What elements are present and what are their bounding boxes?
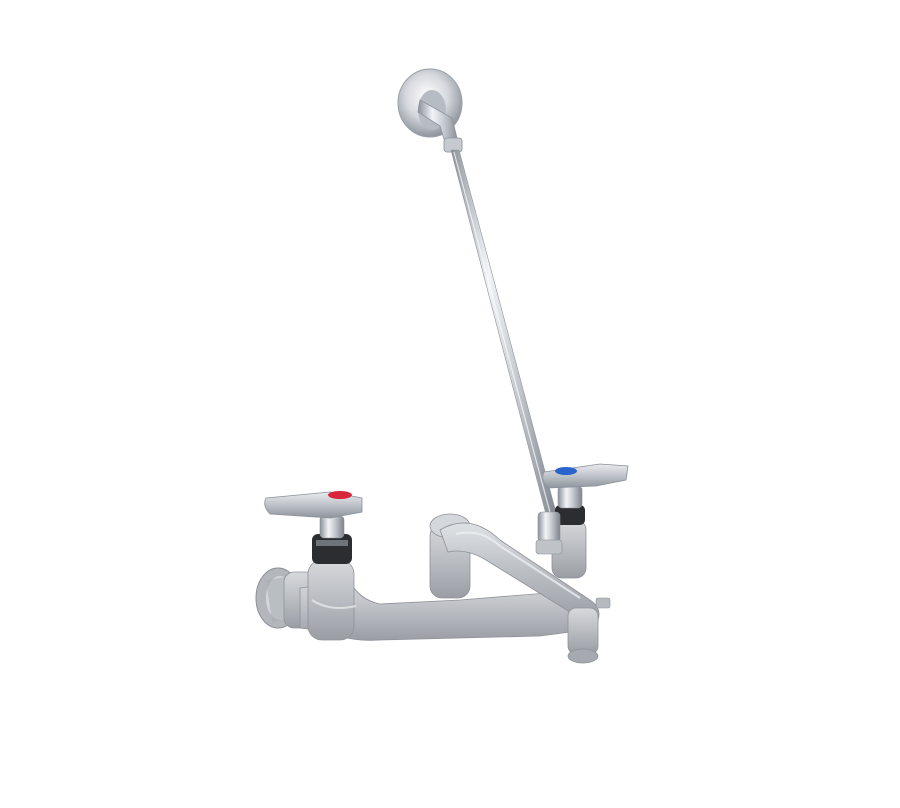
spout <box>429 513 611 664</box>
brace-rod <box>450 149 559 523</box>
hot-handle <box>264 491 363 564</box>
faucet-body <box>299 559 586 641</box>
wall-brace-flange <box>397 68 463 153</box>
brace-clamp <box>535 511 563 555</box>
hot-indicator-icon <box>328 491 352 499</box>
cold-indicator-icon <box>555 467 577 475</box>
cold-handle <box>542 463 629 579</box>
